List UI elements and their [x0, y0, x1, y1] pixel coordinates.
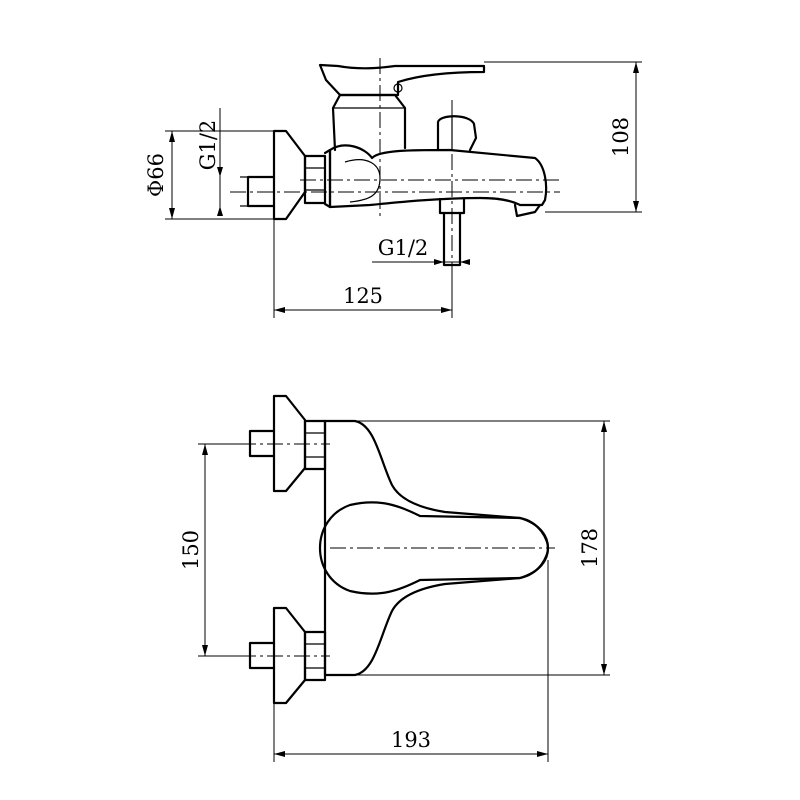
side-lever-handle: [318, 63, 486, 97]
dim-spacing-label: 150: [179, 530, 203, 570]
side-mixer-body: [328, 144, 548, 209]
side-cartridge-housing: [331, 93, 407, 152]
dim-top-length-label: 193: [391, 728, 431, 752]
side-pipe-stub: [246, 175, 276, 208]
dim-width-label: 178: [578, 528, 602, 568]
top-view: 150 178 193: [179, 394, 610, 762]
side-spout-outlet: [513, 203, 542, 218]
top-lever-handle: [318, 501, 550, 595]
dim-diameter-label: Φ66: [144, 153, 168, 197]
side-diverter-knob: [436, 115, 478, 152]
dim-side-height-label: 108: [609, 117, 633, 157]
dim-thread-bottom-label: G1/2: [378, 236, 429, 260]
dim-side-length-label: 125: [343, 284, 383, 308]
side-view: Φ66 G1/2 G1/2 125 108: [144, 58, 642, 318]
side-wall-flange: [272, 129, 307, 221]
dim-thread-top-label: G1/2: [196, 120, 220, 171]
